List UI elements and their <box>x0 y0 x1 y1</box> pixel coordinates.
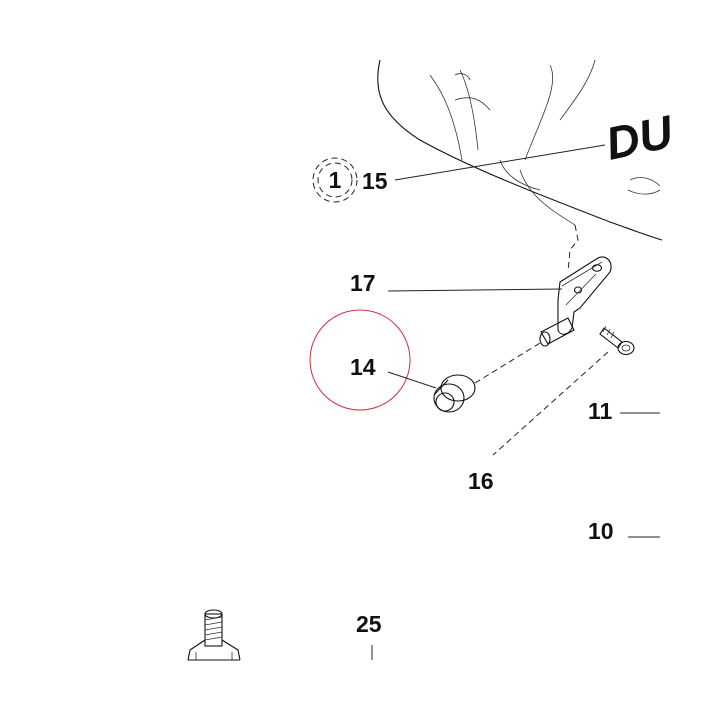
highlight-circle <box>309 309 411 411</box>
bracket-part <box>539 256 612 347</box>
leader-15 <box>394 144 606 181</box>
leader-17 <box>387 288 563 292</box>
callout-14: 14 <box>350 354 376 380</box>
grommet-part <box>433 374 476 413</box>
callout-10: 10 <box>588 518 614 544</box>
assembly-line-screw <box>492 351 609 456</box>
callout-17: 17 <box>350 270 376 296</box>
reference-circle: 1 <box>312 157 358 203</box>
assembly-line-fairing <box>567 224 579 273</box>
callout-25: 25 <box>356 611 382 637</box>
fairing-body <box>377 59 663 241</box>
brand-logo-text: DU <box>601 105 679 170</box>
assembly-line-grommet <box>474 342 541 384</box>
leader-14 <box>387 371 437 389</box>
stud-bolt-part <box>187 609 241 661</box>
screw-part <box>599 325 635 356</box>
callout-11: 11 <box>588 398 613 424</box>
callout-16: 16 <box>468 468 494 494</box>
reference-number: 1 <box>329 167 342 193</box>
callout-15: 15 <box>362 168 388 194</box>
